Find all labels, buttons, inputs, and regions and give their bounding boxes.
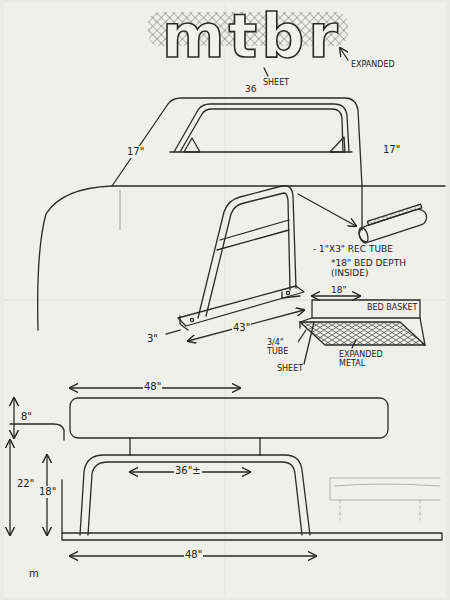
leader-line (352, 340, 356, 348)
paper-sheet (4, 2, 446, 598)
dimension-line (13, 398, 14, 438)
dimension-line (166, 330, 180, 334)
logo-title: mtbr (162, 6, 342, 66)
sketch-label: BED BASKET (366, 303, 418, 312)
sketch-label: 3" (146, 333, 159, 345)
sketch-label: 48" (184, 549, 203, 561)
rec-tube-detail (356, 203, 429, 244)
rack-perspective (178, 186, 304, 330)
sketch-label: EXPANDED (350, 60, 396, 69)
dimension-line (9, 440, 10, 535)
bed-basket-detail (300, 296, 425, 345)
rack-rear-hoop (80, 438, 310, 535)
bed-rail (62, 533, 442, 540)
sketch-label: 36 (244, 84, 257, 94)
sketch-label: 3/4" TUBE (266, 338, 298, 356)
leader-line (264, 68, 268, 76)
leader-line (298, 330, 306, 342)
leader-arrow (298, 194, 356, 226)
sketch-label: *18" BED DEPTH (INSIDE) (330, 258, 424, 279)
sketch-label: 17" (382, 144, 401, 156)
sketch-label: 8" (20, 411, 33, 423)
cab-outline (10, 424, 64, 440)
sketch-label: 18" (38, 486, 57, 498)
sketch-label: 43" (232, 322, 251, 334)
sketch-label: m (28, 568, 40, 580)
sketch-label: 48" (143, 381, 162, 393)
sketch-label: - 1"X3" REC TUBE (312, 244, 394, 254)
leader-line (304, 322, 314, 364)
paper-fold (225, 2, 226, 598)
sketch-label: 22" (16, 478, 35, 490)
sketch-label: SHEET (276, 364, 304, 373)
truck-cab (38, 98, 445, 330)
cab-rack-hoop (170, 104, 352, 152)
bed-wall (61, 480, 62, 533)
sketch-label: 36"± (174, 465, 202, 477)
roof-basket (70, 398, 388, 438)
sketch-label: EXPANDED METAL (338, 350, 400, 368)
sketch-label: 17" (126, 146, 145, 158)
sketch-label: 18" (330, 285, 348, 295)
faint-truck-sketch (330, 478, 440, 520)
dimension-line (188, 310, 304, 341)
sketch-label: SHEET (262, 78, 290, 87)
